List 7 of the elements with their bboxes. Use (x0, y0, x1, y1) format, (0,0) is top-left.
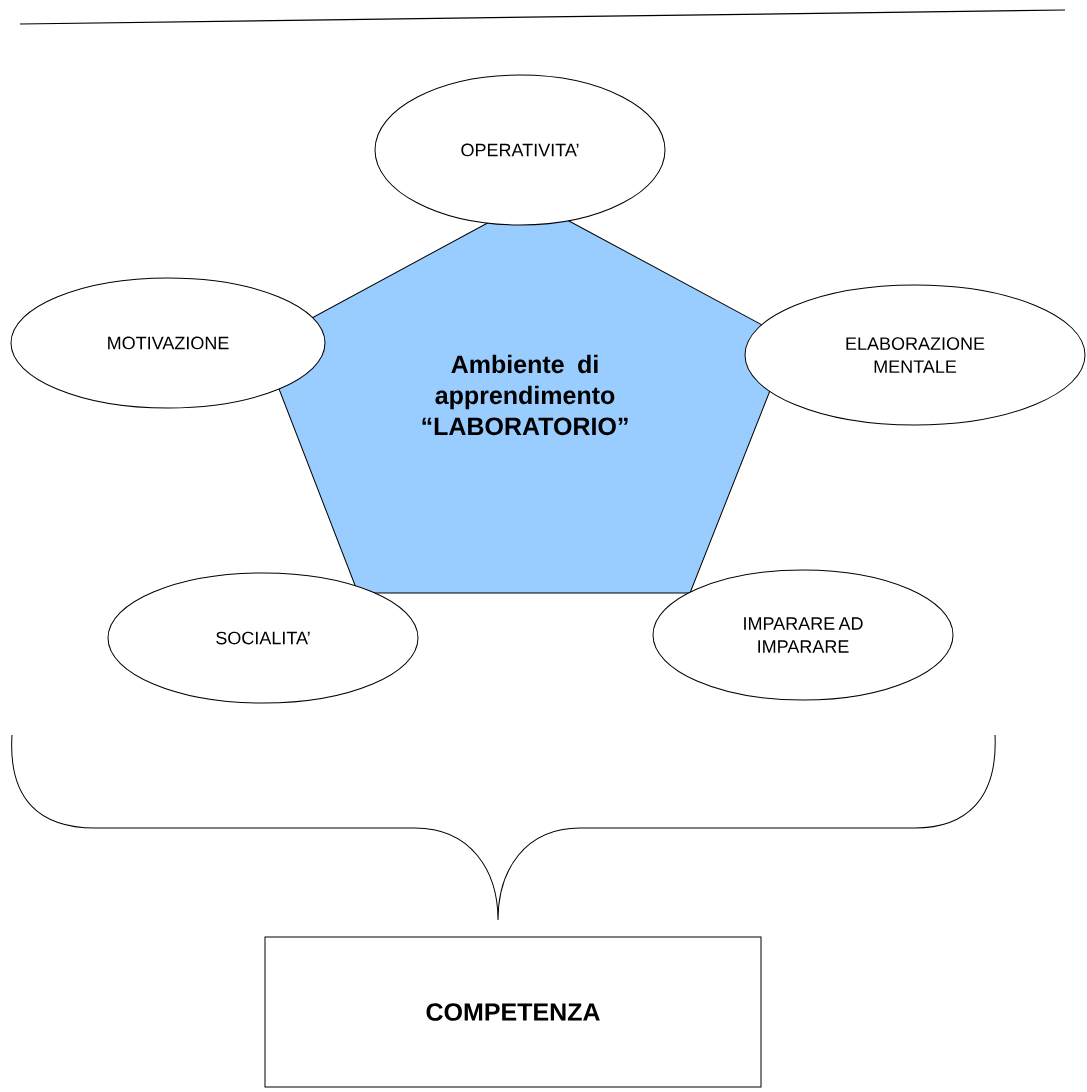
node-label: ELABORAZIONE MENTALE (846, 337, 985, 373)
result-box: COMPETENZA (264, 936, 762, 1088)
ellipse-node: MOTIVAZIONE (10, 277, 326, 409)
ellipse-node: IMPARARE AD IMPARARE (652, 569, 954, 701)
ellipse-node: SOCIALITA’ (107, 572, 419, 704)
ellipse-node: OPERATIVITA’ (374, 74, 666, 226)
ellipse-node: ELABORAZIONE MENTALE (744, 284, 1086, 426)
